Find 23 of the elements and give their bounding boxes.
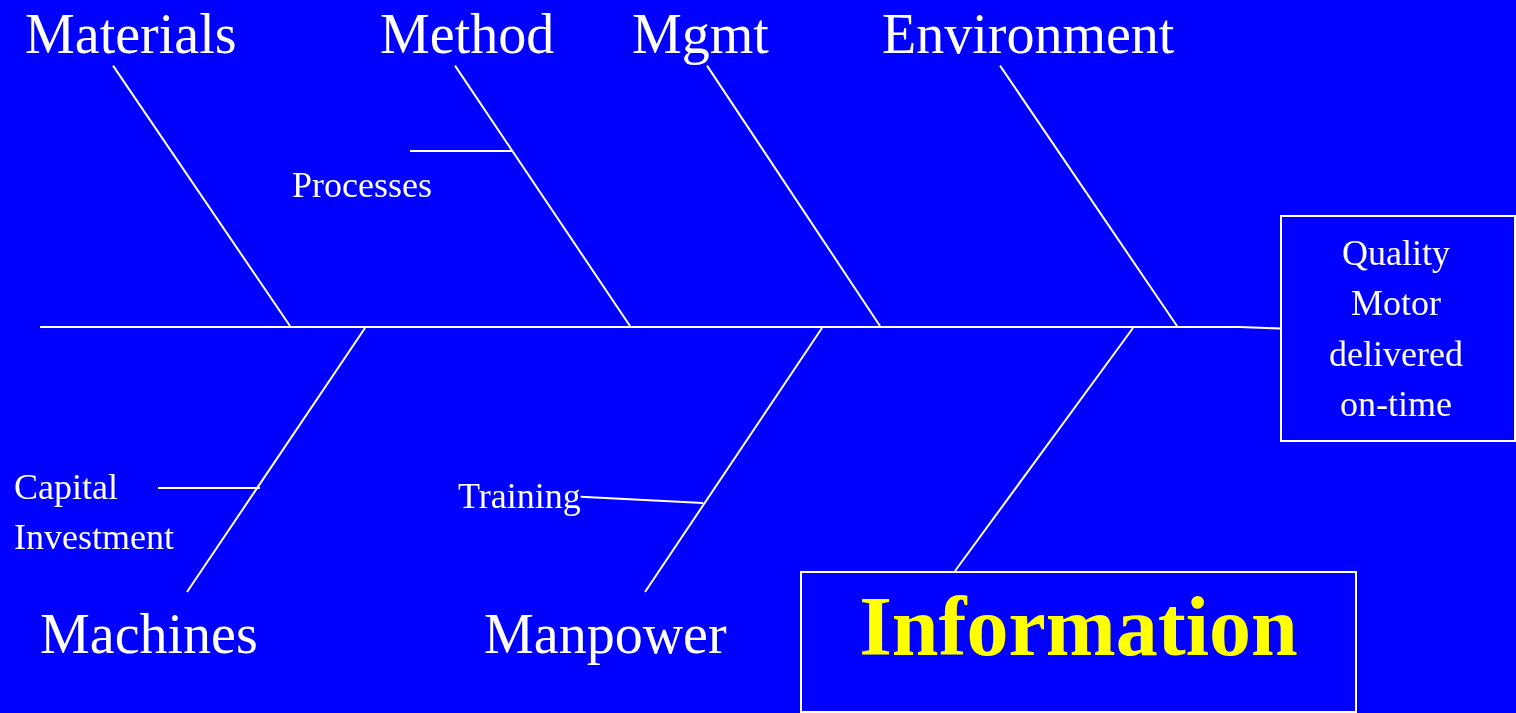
effect-box: Quality Motor delivered on-time bbox=[1280, 215, 1516, 442]
bone-line bbox=[644, 327, 823, 593]
category-label: Method bbox=[380, 4, 555, 66]
sub-cause-label: Processes bbox=[292, 166, 432, 206]
sub-cause-label: Capital Investment bbox=[14, 462, 214, 563]
category-label: Machines bbox=[40, 604, 258, 666]
category-label: Manpower bbox=[484, 604, 727, 666]
category-label: Materials bbox=[25, 4, 237, 66]
category-box: Information bbox=[800, 571, 1357, 713]
bone-line bbox=[186, 327, 366, 593]
bone-line bbox=[112, 64, 291, 327]
bone-line bbox=[1239, 326, 1281, 330]
sub-cause-label: Training bbox=[458, 477, 581, 517]
category-label: Mgmt bbox=[632, 4, 769, 66]
category-label: Environment bbox=[882, 4, 1175, 66]
leader-line bbox=[157, 487, 261, 489]
bone-line bbox=[999, 64, 1178, 327]
bone-line bbox=[454, 64, 631, 327]
leader-line bbox=[579, 495, 704, 504]
spine-line bbox=[40, 326, 1240, 328]
leader-line bbox=[409, 150, 513, 152]
bone-line bbox=[706, 64, 881, 327]
bone-line bbox=[954, 327, 1134, 572]
